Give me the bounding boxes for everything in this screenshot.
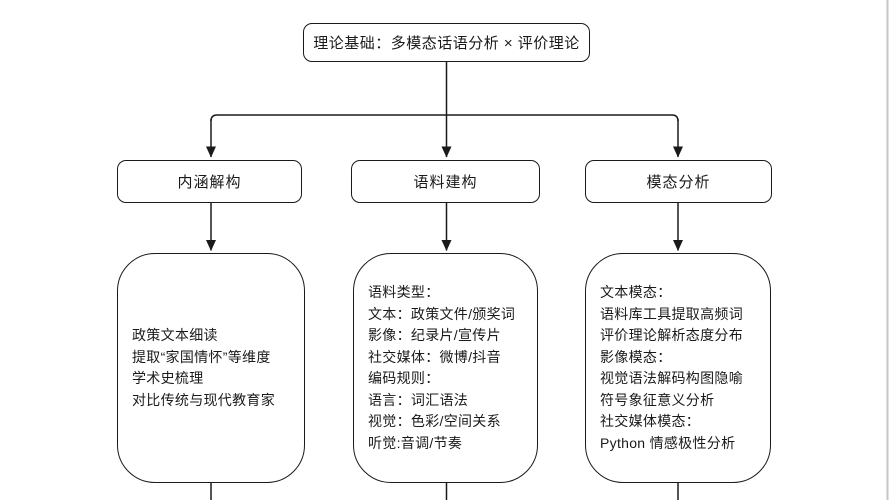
detail-line: 语料类型：	[368, 284, 440, 300]
detail-line: 视觉语法解码构图隐喻	[600, 370, 743, 386]
node-connotation-details: 政策文本细读 提取“家国情怀”等维度 学术史梳理 对比传统与现代教育家	[117, 253, 305, 483]
detail-line: 社交媒体模态：	[600, 413, 701, 429]
detail-line: 语料库工具提取高频词	[600, 305, 743, 322]
detail-line: 影像：纪录片/宣传片	[368, 327, 501, 343]
detail-line: 文本：政策文件/颁奖词	[368, 305, 516, 322]
detail-line: 视觉：色彩/空间关系	[368, 413, 501, 429]
node-branch-modality: 模态分析	[585, 160, 772, 203]
detail-line: 语言：词汇语法	[368, 391, 469, 408]
detail-line: 文本模态：	[600, 284, 672, 300]
detail-line: 对比传统与现代教育家	[132, 391, 275, 408]
node-corpus-details: 语料类型： 文本：政策文件/颁奖词 影像：纪录片/宣传片 社交媒体：微博/抖音 …	[353, 253, 538, 483]
detail-line: 符号象征意义分析	[600, 391, 715, 408]
node-branch-connotation: 内涵解构	[117, 160, 302, 203]
connector-crossbar	[210, 114, 679, 122]
detail-line: 评价理论解析态度分布	[600, 327, 743, 343]
detail-line: 听觉:音调/节奏	[368, 434, 463, 451]
node-theory-base: 理论基础：多模态话语分析 × 评价理论	[303, 23, 590, 62]
detail-line: 提取“家国情怀”等维度	[132, 348, 271, 365]
detail-line: 社交媒体：微博/抖音	[368, 348, 501, 365]
detail-line: 政策文本细读	[132, 327, 218, 343]
detail-line: 编码规则：	[368, 370, 440, 386]
detail-line: Python 情感极性分析	[600, 434, 736, 451]
node-modality-details: 文本模态： 语料库工具提取高频词 评价理论解析态度分布 影像模态： 视觉语法解码…	[585, 253, 771, 483]
node-branch-corpus: 语料建构	[351, 160, 540, 203]
detail-line: 学术史梳理	[132, 370, 204, 386]
detail-line: 影像模态：	[600, 348, 672, 365]
